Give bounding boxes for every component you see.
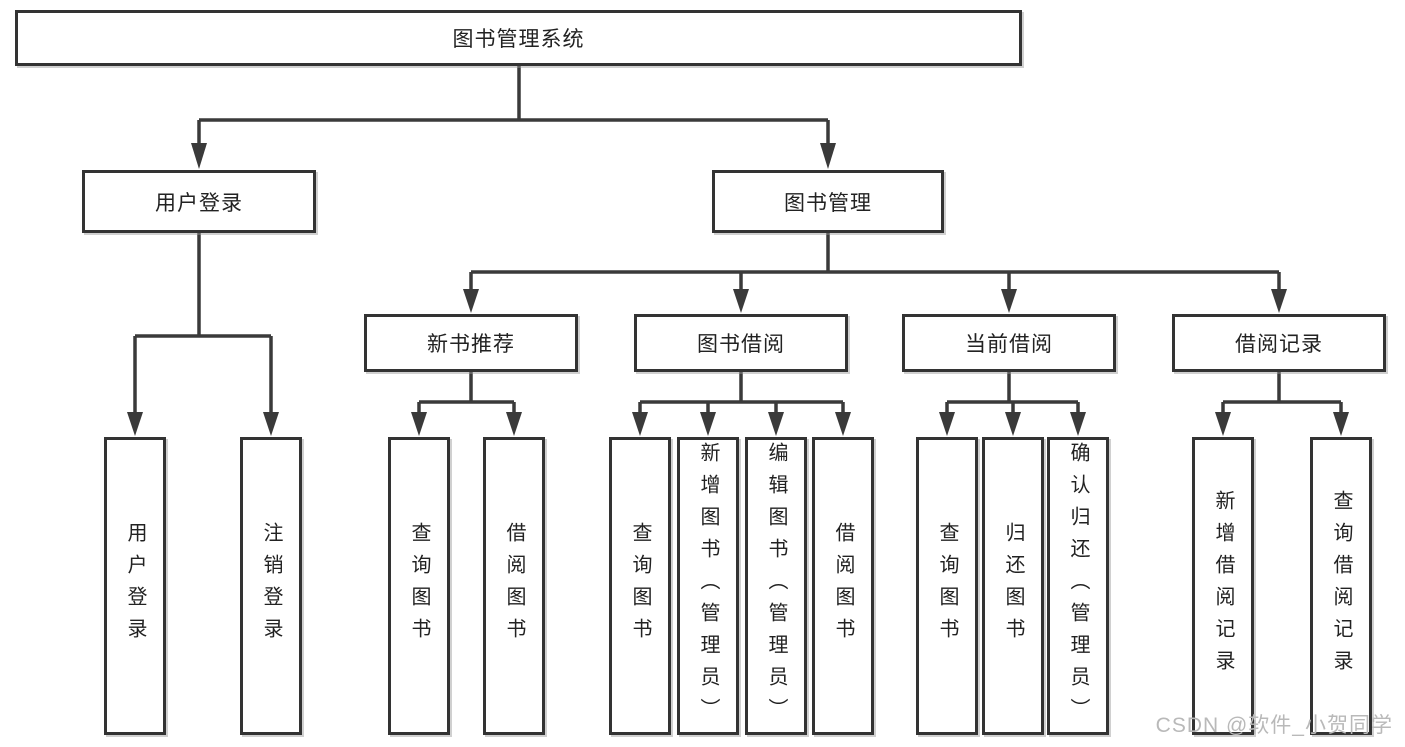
node-current-borrow-label: 当前借阅: [965, 333, 1053, 356]
connector-book-borrow-branch: [638, 372, 845, 420]
node-leaf-borrow-books-recommend: 借阅图书: [483, 437, 545, 735]
node-borrow-records: 借阅记录: [1172, 314, 1386, 372]
connector-borrow-record-branch: [1221, 372, 1343, 420]
node-new-book-recommend: 新书推荐: [364, 314, 578, 372]
node-book-borrow-label: 图书借阅: [697, 333, 785, 356]
node-leaf-borrow-books-recommend-label: 借阅图书: [503, 522, 525, 650]
csdn-watermark: CSDN @软件_小贺同学: [1155, 714, 1393, 737]
connector-user-login-branch: [133, 233, 273, 420]
connector-book-management-branch: [469, 233, 1281, 296]
node-leaf-borrow-books-2-label: 借阅图书: [832, 522, 854, 650]
connector-current-borrow-branch: [945, 372, 1080, 420]
node-leaf-logout-label: 注销登录: [260, 522, 282, 650]
node-leaf-query-books-borrow-label: 查询图书: [629, 522, 651, 650]
node-leaf-user-login: 用户登录: [104, 437, 166, 735]
node-leaf-confirm-return-admin: 确认归还（管理员）: [1047, 437, 1109, 735]
arrowheads-down: [127, 143, 1349, 436]
node-book-management: 图书管理: [712, 170, 944, 233]
node-leaf-query-books-recommend-label: 查询图书: [408, 522, 430, 650]
node-book-management-label: 图书管理: [784, 191, 872, 215]
node-root-label: 图书管理系统: [452, 28, 585, 51]
connector-lines: [133, 66, 1343, 420]
node-leaf-edit-book-admin: 编辑图书（管理员）: [745, 437, 807, 735]
connector-root-to-level2: [197, 66, 830, 152]
node-root: 图书管理系统: [15, 10, 1022, 66]
node-leaf-query-books-current: 查询图书: [916, 437, 978, 735]
node-leaf-query-borrow-record-label: 查询借阅记录: [1330, 490, 1352, 682]
node-book-borrow: 图书借阅: [634, 314, 848, 372]
node-user-login-label: 用户登录: [155, 191, 243, 215]
node-leaf-query-books-borrow: 查询图书: [609, 437, 671, 735]
node-leaf-query-borrow-record: 查询借阅记录: [1310, 437, 1372, 735]
node-leaf-return-book-label: 归还图书: [1002, 522, 1024, 650]
connector-new-book-branch: [417, 372, 516, 420]
node-new-book-recommend-label: 新书推荐: [427, 333, 515, 356]
node-leaf-logout: 注销登录: [240, 437, 302, 735]
node-leaf-return-book: 归还图书: [982, 437, 1044, 735]
node-leaf-query-books-current-label: 查询图书: [936, 522, 958, 650]
node-leaf-add-book-admin-label: 新增图书（管理员）: [697, 442, 719, 730]
node-borrow-records-label: 借阅记录: [1235, 333, 1323, 356]
node-leaf-add-borrow-record-label: 新增借阅记录: [1212, 490, 1234, 682]
node-leaf-edit-book-admin-label: 编辑图书（管理员）: [765, 442, 787, 730]
node-leaf-add-borrow-record: 新增借阅记录: [1192, 437, 1254, 735]
node-leaf-query-books-recommend: 查询图书: [388, 437, 450, 735]
node-current-borrow: 当前借阅: [902, 314, 1116, 372]
node-leaf-borrow-books-2: 借阅图书: [812, 437, 874, 735]
node-leaf-user-login-label: 用户登录: [124, 522, 146, 650]
node-leaf-add-book-admin: 新增图书（管理员）: [677, 437, 739, 735]
node-leaf-confirm-return-admin-label: 确认归还（管理员）: [1067, 442, 1089, 730]
node-user-login: 用户登录: [82, 170, 316, 233]
